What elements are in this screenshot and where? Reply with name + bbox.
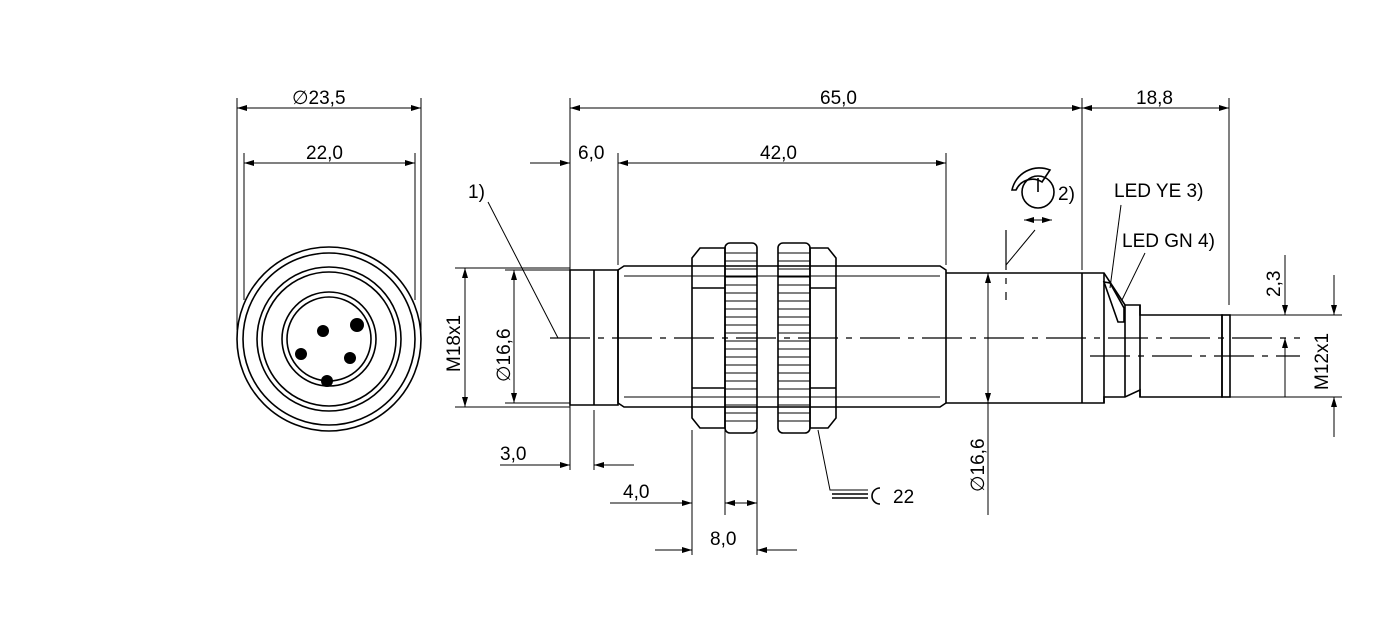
potentiometer-icon bbox=[1011, 167, 1055, 223]
front-view: ∅23,5 22,0 bbox=[236, 88, 422, 432]
dim-face-step: 3,0 bbox=[500, 444, 526, 465]
dim-outer-diameter: ∅23,5 bbox=[292, 88, 346, 109]
thread-main-label: M18x1 bbox=[444, 315, 465, 372]
coding-key bbox=[350, 318, 364, 332]
dim-across-flats: 22,0 bbox=[306, 143, 343, 164]
face-diameter-label: ∅16,6 bbox=[494, 328, 515, 382]
dim-connector-length: 18,8 bbox=[1136, 88, 1173, 109]
dim-total-length: 65,0 bbox=[820, 88, 857, 109]
led-window bbox=[1102, 280, 1125, 323]
body-diameter-label: ∅16,6 bbox=[968, 438, 989, 492]
dim-connector-offset: 2,3 bbox=[1264, 271, 1285, 297]
wrench-icon bbox=[832, 487, 881, 505]
pin bbox=[344, 352, 356, 364]
dim-face-length: 6,0 bbox=[578, 143, 604, 164]
threaded-body bbox=[617, 265, 947, 408]
pin bbox=[295, 348, 307, 360]
dim-thread-length: 42,0 bbox=[760, 143, 797, 164]
pin bbox=[317, 325, 329, 337]
thread-connector-label: M12x1 bbox=[1312, 333, 1333, 390]
pin bbox=[321, 375, 333, 387]
note-2-label: 2) bbox=[1058, 184, 1075, 205]
led-green-label: LED GN 4) bbox=[1122, 231, 1215, 252]
wrench-size: 22 bbox=[893, 487, 914, 508]
dim-nut-pair: 8,0 bbox=[710, 529, 736, 550]
dim-nut-width: 4,0 bbox=[623, 482, 649, 503]
led-yellow-label: LED YE 3) bbox=[1114, 181, 1203, 202]
side-view: 65,0 18,8 6,0 42,0 bbox=[444, 88, 1342, 555]
note-1-label: 1) bbox=[468, 182, 485, 203]
outer-ring bbox=[236, 246, 422, 432]
